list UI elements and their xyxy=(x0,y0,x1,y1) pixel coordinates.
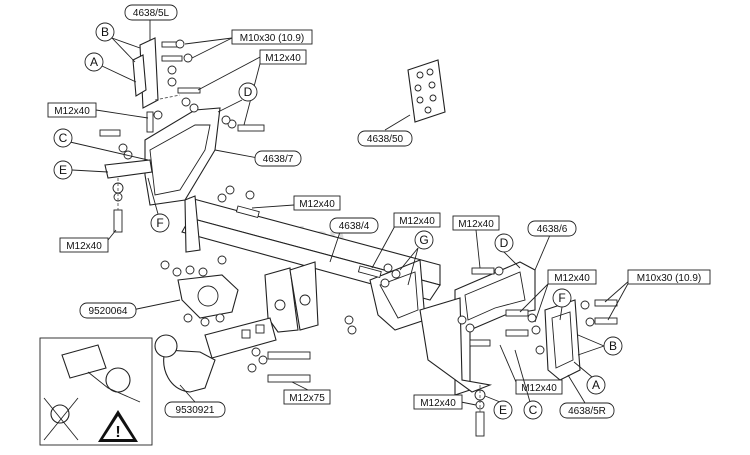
svg-text:4638/5L: 4638/5L xyxy=(133,8,170,19)
marker-b-left: B xyxy=(95,22,141,63)
bolt-label-m12x40-left-mid: M12x40 xyxy=(47,102,149,119)
svg-text:M12x40: M12x40 xyxy=(554,273,590,284)
part-label-4638-5l: 4638/5L xyxy=(124,4,178,40)
bolt-label-m12x75: M12x75 xyxy=(283,381,331,405)
marker-a-left: A xyxy=(84,52,137,83)
bolt-label-m12x40-left-low: M12x40 xyxy=(59,229,117,253)
marker-d-right: D xyxy=(494,233,521,269)
marker-e-left: E xyxy=(53,160,109,180)
svg-text:4638/5R: 4638/5R xyxy=(568,406,606,417)
left-bracket-assembly xyxy=(99,37,265,233)
socket-plate-9520064 xyxy=(160,255,239,327)
svg-text:M10x30 (10.9): M10x30 (10.9) xyxy=(637,273,701,284)
svg-text:M10x30 (10.9): M10x30 (10.9) xyxy=(240,33,304,44)
crossbar-4638-4 xyxy=(181,185,441,335)
bolt-label-m12x40-right-top: M12x40 xyxy=(452,215,500,269)
svg-text:A: A xyxy=(592,378,600,392)
marker-a-right: A xyxy=(573,361,606,395)
bolt-label-m12x40-right-low: M12x40 xyxy=(499,344,563,395)
bolt-label-m12x40-center: M12x40 xyxy=(251,195,341,211)
svg-text:4638/50: 4638/50 xyxy=(367,134,404,145)
bolt-label-m12x40-crossbar-right: M12x40 xyxy=(371,212,441,269)
svg-text:C: C xyxy=(529,403,538,417)
marker-e-right: E xyxy=(484,395,513,420)
svg-text:9520064: 9520064 xyxy=(89,306,128,317)
part-label-4638-7: 4638/7 xyxy=(214,149,302,167)
marker-b-right: B xyxy=(577,334,623,356)
marker-d-left: D xyxy=(217,82,258,113)
svg-text:C: C xyxy=(59,131,68,145)
svg-text:4638/6: 4638/6 xyxy=(537,224,568,235)
part-label-4638-6: 4638/6 xyxy=(527,220,577,271)
plate-kit-4638-50 xyxy=(407,59,446,123)
svg-text:M12x40: M12x40 xyxy=(420,398,456,409)
svg-text:E: E xyxy=(499,403,507,417)
bolt-label-m12x40-right-mid: M12x40 xyxy=(519,269,597,323)
marker-f-left: F xyxy=(147,177,170,233)
bolt-label-m12x40-bottom: M12x40 xyxy=(413,394,477,410)
bolt-label-m10x30-right: M10x30 (10.9) xyxy=(604,269,711,321)
svg-text:M12x40: M12x40 xyxy=(521,383,557,394)
svg-text:M12x40: M12x40 xyxy=(54,106,90,117)
svg-text:9530921: 9530921 xyxy=(176,405,215,416)
svg-text:M12x40: M12x40 xyxy=(66,241,102,252)
svg-text:M12x40: M12x40 xyxy=(399,216,435,227)
wiring-inset-box: ! xyxy=(39,337,153,446)
svg-text:M12x40: M12x40 xyxy=(265,53,301,64)
svg-text:M12x75: M12x75 xyxy=(289,393,325,404)
svg-text:M12x40: M12x40 xyxy=(458,219,494,230)
svg-text:M12x40: M12x40 xyxy=(299,199,335,210)
part-label-4638-4: 4638/4 xyxy=(329,217,379,263)
svg-text:B: B xyxy=(609,339,617,353)
marker-c-right: C xyxy=(514,349,543,420)
svg-text:E: E xyxy=(59,163,67,177)
warning-symbol: ! xyxy=(115,424,120,441)
marker-c-left: C xyxy=(53,128,149,161)
svg-text:A: A xyxy=(90,55,98,69)
ball-mount-9530921 xyxy=(154,317,311,393)
marker-f-right: F xyxy=(552,288,572,321)
svg-text:G: G xyxy=(419,233,428,247)
part-label-4638-50: 4638/50 xyxy=(357,114,413,147)
svg-text:4638/4: 4638/4 xyxy=(339,221,370,232)
marker-g: G xyxy=(399,230,434,286)
svg-text:F: F xyxy=(156,216,163,230)
svg-text:D: D xyxy=(500,236,509,250)
part-label-9520064: 9520064 xyxy=(79,299,181,319)
right-bracket-assembly xyxy=(419,261,618,437)
part-label-4638-5r: 4638/5R xyxy=(559,374,615,419)
svg-text:4638/7: 4638/7 xyxy=(263,154,294,165)
bolt-label-m10x30-top-left: M10x30 (10.9) xyxy=(184,29,313,59)
part-label-9530921: 9530921 xyxy=(164,384,226,418)
svg-text:D: D xyxy=(244,85,253,99)
svg-text:B: B xyxy=(101,25,109,39)
svg-text:F: F xyxy=(558,291,565,305)
